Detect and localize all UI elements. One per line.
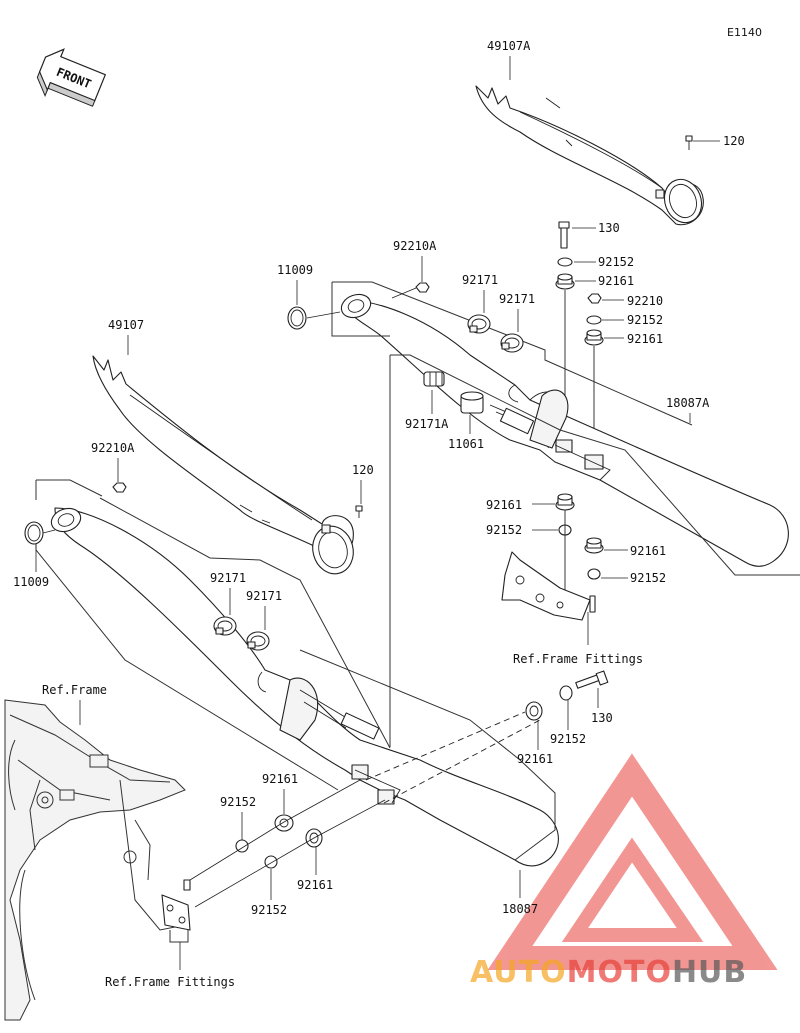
frame-fitting-bracket-mid [501, 551, 596, 621]
bolt-120-top [685, 135, 693, 150]
washer-92152-e [559, 685, 573, 701]
label-92171-a: 92171 [462, 273, 498, 287]
grommet-92161-f [274, 814, 294, 832]
label-92161-f: 92161 [262, 772, 298, 786]
grommet-92161-b [584, 329, 604, 346]
grommet-92161-d [584, 537, 604, 554]
clamp-92171-b [500, 333, 524, 353]
heat-guard-49107A [475, 85, 704, 226]
washer-92152-a [557, 257, 573, 267]
label-92161-a: 92161 [598, 274, 634, 288]
label-49107A: 49107A [487, 39, 531, 53]
label-11009-left: 11009 [13, 575, 49, 589]
exhaust-flange-upper [340, 293, 372, 319]
label-92161-d: 92161 [630, 544, 666, 558]
label-92210A-left: 92210A [91, 441, 135, 455]
bolt-130-top [558, 221, 570, 249]
label-92161-g: 92161 [297, 878, 333, 892]
label-18087: 18087 [502, 902, 538, 916]
washer-92152-b [586, 315, 602, 325]
diagram-code: E1140 [727, 26, 762, 39]
label-11061: 11061 [448, 437, 484, 451]
label-92171-d: 92171 [246, 589, 282, 603]
nut-92210A-left [112, 482, 127, 493]
grommet-92161-e [525, 701, 543, 721]
watermark-text: AUTOMOTOHUB [470, 955, 747, 990]
frame-fitting-plate-bottom [161, 879, 191, 931]
label-92152-f: 92152 [220, 795, 256, 809]
nut-92210A-top [415, 282, 430, 293]
label-92152-a: 92152 [598, 255, 634, 269]
bolt-120-mid [355, 505, 363, 518]
label-11009-top: 11009 [277, 263, 313, 277]
label-92161-b: 92161 [627, 332, 663, 346]
label-ref-frame: Ref.Frame [42, 683, 107, 697]
label-ref-frame-fittings-mid: Ref.Frame Fittings [513, 652, 643, 666]
label-130-top: 130 [598, 221, 620, 235]
heat-guard-49107 [92, 355, 354, 575]
label-92152-d: 92152 [630, 571, 666, 585]
label-92171A: 92171A [405, 417, 449, 431]
muffler-18087 [54, 507, 559, 867]
front-arrow-icon: FRONT [36, 48, 107, 107]
label-92210A-top: 92210A [393, 239, 437, 253]
label-92152-e: 92152 [550, 732, 586, 746]
watermark-auto: AUTO [470, 955, 567, 990]
label-92210: 92210 [627, 294, 663, 308]
watermark-hub: HUB [672, 955, 747, 990]
watermark-triangle-inner [561, 837, 704, 942]
label-92152-g: 92152 [251, 903, 287, 917]
label-18087A: 18087A [666, 396, 710, 410]
bolt-130-mid [575, 670, 609, 689]
ref-frame-drawing [4, 699, 186, 1021]
label-92152-b: 92152 [627, 313, 663, 327]
clamp-92171-a [467, 314, 491, 334]
label-130-mid: 130 [591, 711, 613, 725]
watermark-triangle-logo [487, 753, 778, 970]
label-120-mid: 120 [352, 463, 374, 477]
label-92152-c: 92152 [486, 523, 522, 537]
label-92161-e: 92161 [517, 752, 553, 766]
exhaust-flange-lower [50, 507, 82, 533]
washer-92152-g [264, 855, 278, 869]
label-49107: 49107 [108, 318, 144, 332]
grommet-92161-a [555, 273, 575, 290]
clamp-92171-c [213, 616, 237, 636]
label-ref-frame-fittings-bottom: Ref.Frame Fittings [105, 975, 235, 989]
gasket-11061 [460, 391, 484, 414]
label-92171-b: 92171 [499, 292, 535, 306]
clamp-92171-d [246, 631, 270, 651]
automotohub-watermark [487, 753, 778, 970]
muffler-18087A [344, 299, 789, 567]
watermark-moto: MOTO [567, 955, 672, 990]
nut-92210 [587, 293, 602, 304]
clamp-92171A [423, 371, 445, 387]
label-120-top: 120 [723, 134, 745, 148]
label-92161-c: 92161 [486, 498, 522, 512]
label-92171-c: 92171 [210, 571, 246, 585]
grommet-92161-c [555, 493, 575, 511]
washer-92152-d [587, 568, 601, 580]
